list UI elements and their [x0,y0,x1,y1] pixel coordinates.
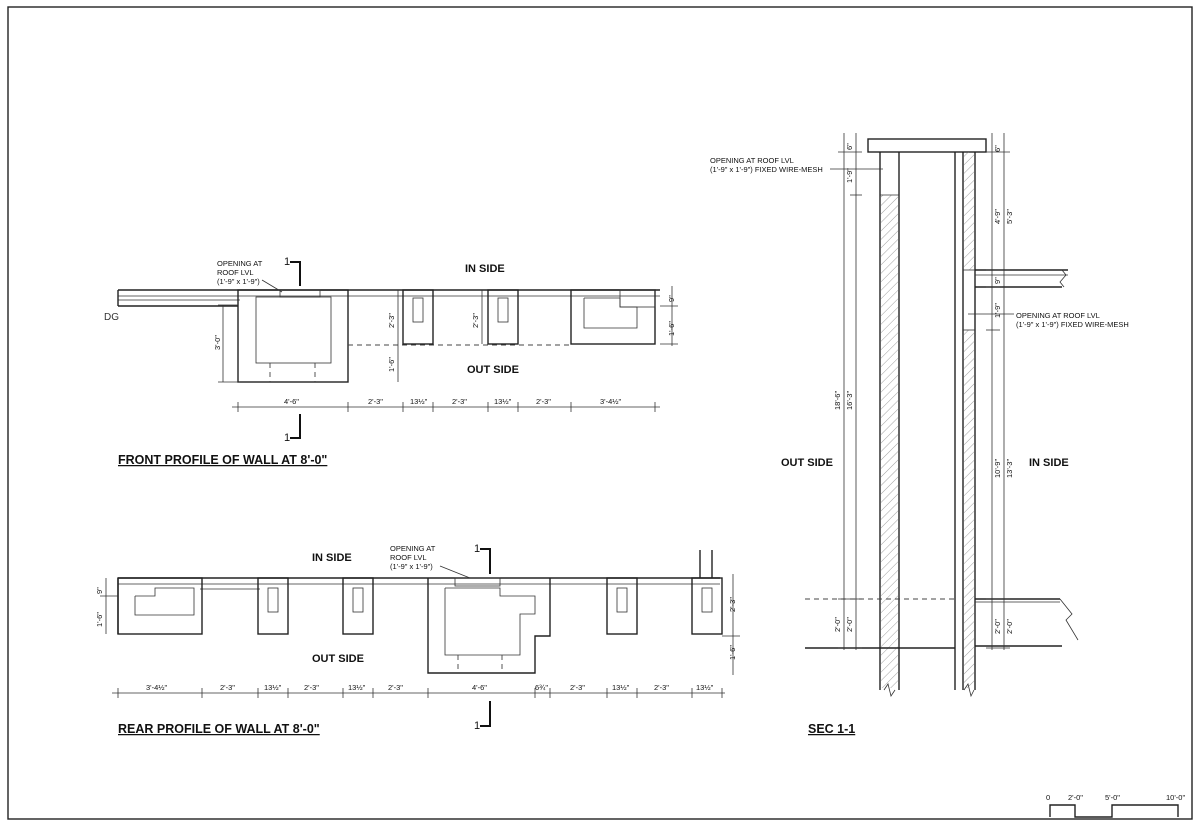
sec-dim-left-outer-2: 2'-0" [833,617,842,632]
rear-dim-left-0: 9" [95,587,104,594]
rear-dim-left-1: 1'-6" [95,612,104,627]
front-dim-left-3: 2'-3" [471,313,480,328]
front-section-mark-bottom: 1 [284,432,290,444]
sec-opening-note-mid-0: OPENING AT ROOF LVL [1016,311,1100,320]
rear-dim-bottom-3: 2'-3" [304,683,319,692]
rear-dim-bottom-7: 6¾" [535,683,548,692]
rear-dim-bottom-1: 2'-3" [220,683,235,692]
front-dg-label: DG [104,312,119,323]
sec-dim-right-inner-4: 10'-9" [993,459,1002,478]
front-dim-bottom-0: 4'-6" [284,397,299,406]
sec-dim-right-outer-2: 2'-0" [1005,619,1014,634]
rear-dim-right-0: 2'-3" [728,597,737,612]
rear-inside-label: IN SIDE [312,552,352,564]
scale-label-2: 5'-0" [1105,793,1120,802]
sec-dim-right-outer-0: 5'-3" [1005,209,1014,224]
rear-dim-bottom-2: 13½" [264,683,282,692]
sheet-border [7,6,1193,820]
rear-outside-label: OUT SIDE [312,653,364,665]
scale-label-0: 0 [1046,793,1050,802]
sec-opening-note-top-1: (1'-9" x 1'-9") FIXED WIRE-MESH [710,165,823,174]
scale-bar: 0 2'-0" 5'-0" 10'-0" [1046,793,1185,818]
front-opening-note-0: OPENING AT [217,259,263,268]
roof-slab [867,138,987,153]
sec-outside-label: OUT SIDE [781,457,833,469]
sec-inside-label: IN SIDE [1029,457,1069,469]
sec-dim-left-inner-1: 16'-3" [845,391,854,410]
front-dim-bottom-5: 2'-3" [536,397,551,406]
sec-dim-left-inner-2: 2'-0" [845,617,854,632]
rear-dim-bottom-6: 4'-6" [472,683,487,692]
front-dim-left-0: 3'-0" [213,335,222,350]
rear-profile: 9" 1'-6" 2'-3" 1'-6" 3'-4½" 2'-3" 13½" 2… [95,543,740,736]
front-dim-bottom-6: 3'-4½" [600,397,622,406]
sec-dim-left-inner-0: 1'-9" [845,168,854,183]
rear-dim-bottom-8: 2'-3" [570,683,585,692]
front-dim-left-2: 1'-6" [387,357,396,372]
sec-dim-right-inner-2: 9" [993,277,1002,284]
front-dim-bottom-1: 2'-3" [368,397,383,406]
rear-dim-bottom-9: 13½" [612,683,630,692]
rear-dim-right-1: 1'-6" [728,645,737,660]
rear-dim-bottom-5: 2'-3" [388,683,403,692]
front-outside-label: OUT SIDE [467,364,519,376]
front-dim-bottom-2: 13½" [410,397,428,406]
sec-dim-right-inner-3: 1'-9" [993,303,1002,318]
sec-opening-note-top-0: OPENING AT ROOF LVL [710,156,794,165]
sec-dim-left-outer-1: 18'-6" [833,391,842,410]
sec-dim-right-inner-5: 2'-0" [993,619,1002,634]
scale-label-3: 10'-0" [1166,793,1185,802]
section-1-1: 6" 1'-9" 18'-6" 16'-3" 2'-0" 2'-0" 6" 4'… [710,133,1129,736]
section-title: SEC 1-1 [808,722,855,736]
rear-profile-title: REAR PROFILE OF WALL AT 8'-0" [118,722,320,736]
front-dim-right-0: 9" [667,295,676,302]
front-dim-right-1: 1'-6" [667,321,676,336]
sec-dim-left-outer-0: 6" [845,143,854,150]
front-opening-note-2: (1'-9" x 1'-9") [217,277,260,286]
sec-dim-right-inner-0: 6" [993,145,1002,152]
front-profile-title: FRONT PROFILE OF WALL AT 8'-0" [118,453,327,467]
rear-dim-bottom-4: 13½" [348,683,366,692]
rear-opening-note-0: OPENING AT [390,544,436,553]
sec-dim-right-inner-1: 4'-9" [993,209,1002,224]
front-dim-left-1: 2'-3" [387,313,396,328]
rear-dim-bottom-11: 13½" [696,683,714,692]
scale-label-1: 2'-0" [1068,793,1083,802]
rear-opening-note-2: (1'-9" x 1'-9") [390,562,433,571]
rear-dim-bottom-0: 3'-4½" [146,683,168,692]
rear-section-mark-bottom: 1 [474,720,480,732]
front-profile: 3'-0" 2'-3" 1'-6" 2'-3" 9" 1'-6" 4'-6" 2… [104,256,678,467]
rear-dim-bottom-10: 2'-3" [654,683,669,692]
front-dim-bottom-4: 13½" [494,397,512,406]
rear-section-mark-top: 1 [474,543,480,555]
front-inside-label: IN SIDE [465,263,505,275]
front-dim-bottom-3: 2'-3" [452,397,467,406]
rear-opening-note-1: ROOF LVL [390,553,427,562]
sec-opening-note-mid-1: (1'-9" x 1'-9") FIXED WIRE-MESH [1016,320,1129,329]
front-section-mark-top: 1 [284,256,290,268]
front-opening-note-1: ROOF LVL [217,268,254,277]
sec-dim-right-outer-1: 13'-3" [1005,459,1014,478]
